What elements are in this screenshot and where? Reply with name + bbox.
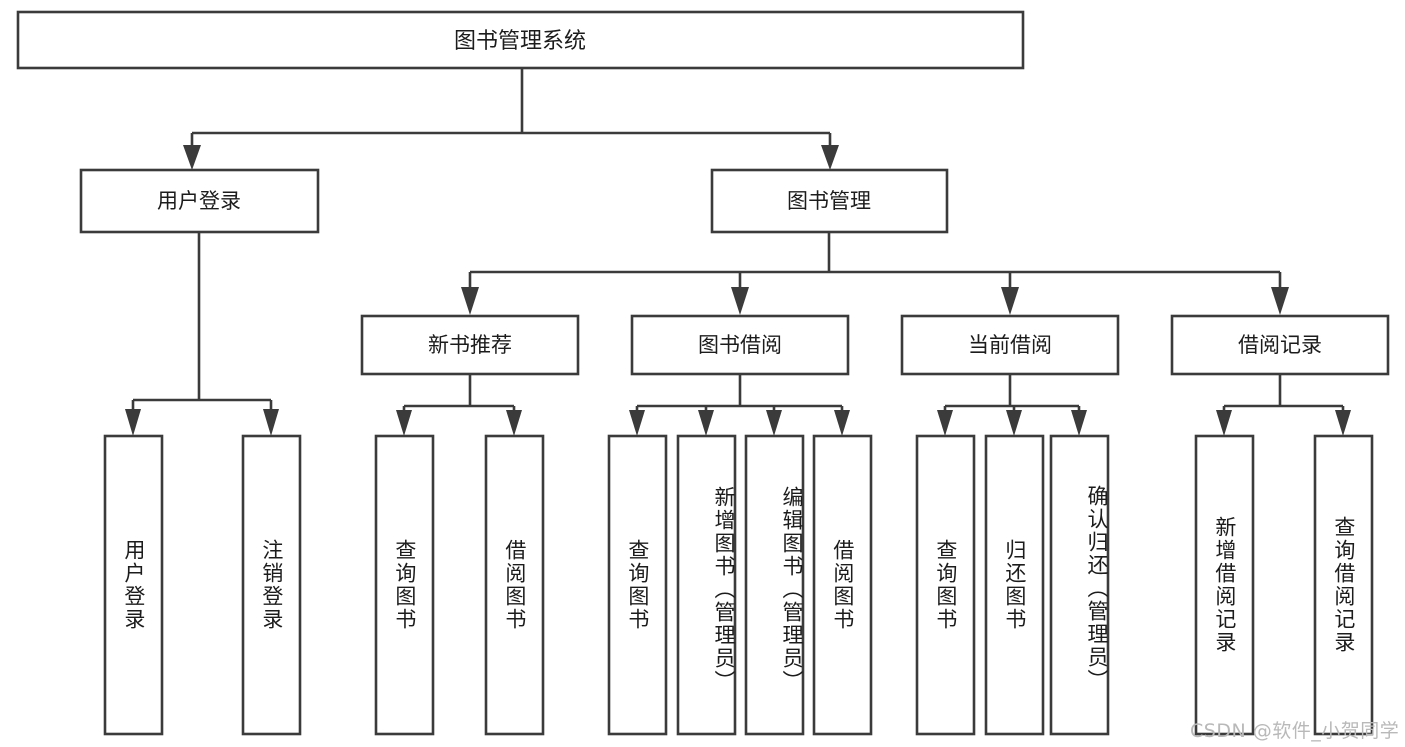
arrow-head-icon — [766, 410, 782, 436]
arrow-head-icon — [263, 409, 279, 436]
arrow-head-icon — [937, 410, 953, 436]
connector-root-to-level2 — [183, 68, 839, 170]
node-root-label: 图书管理系统 — [454, 29, 586, 54]
arrow-head-icon — [183, 145, 201, 170]
arrow-head-icon — [629, 410, 645, 436]
leaf-box-add-book-admin[interactable] — [676, 434, 737, 736]
connector-borrow-record-to-leaves — [1216, 374, 1351, 436]
arrow-head-icon — [1216, 410, 1232, 436]
arrow-head-icon — [461, 287, 479, 315]
node-current-borrow-box[interactable] — [900, 314, 1120, 376]
node-root-box[interactable] — [16, 10, 1025, 70]
arrow-head-icon — [834, 410, 850, 436]
node-book-management-label: 图书管理 — [787, 189, 871, 213]
arrow-head-icon — [698, 410, 714, 436]
node-new-book-recommend[interactable]: 新书推荐 — [360, 314, 580, 376]
node-borrow-record[interactable]: 借阅记录 — [1170, 314, 1390, 376]
connector-current-borrow-to-leaves — [937, 374, 1087, 436]
node-root[interactable]: 图书管理系统 — [16, 10, 1025, 70]
leaf-box-query-book-borrow[interactable] — [607, 434, 668, 736]
node-user-login[interactable]: 用户登录 — [79, 168, 320, 234]
node-book-borrow-label: 图书借阅 — [698, 333, 782, 357]
node-current-borrow-label: 当前借阅 — [968, 333, 1052, 357]
node-book-borrow[interactable]: 图书借阅 — [630, 314, 850, 376]
arrow-head-icon — [1335, 410, 1351, 436]
arrow-head-icon — [1006, 410, 1022, 436]
node-book-management[interactable]: 图书管理 — [710, 168, 949, 234]
arrow-head-icon — [731, 287, 749, 315]
arrow-head-icon — [125, 409, 141, 436]
node-new-book-recommend-label: 新书推荐 — [428, 333, 512, 357]
watermark: CSDN @软件_小贺同学 — [1190, 720, 1400, 742]
arrow-head-icon — [396, 410, 412, 436]
leaf-box-query-book-recommend[interactable] — [374, 434, 435, 736]
arrow-head-icon — [821, 145, 839, 170]
leaf-box-logout[interactable] — [241, 434, 302, 736]
leaf-box-borrow-book[interactable] — [812, 434, 873, 736]
leaf-box-confirm-return-admin[interactable] — [1049, 434, 1110, 736]
leaf-box-query-borrow-record[interactable] — [1313, 434, 1374, 736]
arrow-head-icon — [1001, 287, 1019, 315]
leaf-box-borrow-book-recommend[interactable] — [484, 434, 545, 736]
leaf-box-user-login[interactable] — [103, 434, 164, 736]
node-new-book-recommend-box[interactable] — [360, 314, 580, 376]
connector-user-login-to-leaves — [125, 232, 279, 436]
node-user-login-box[interactable] — [79, 168, 320, 234]
leaf-box-edit-book-admin[interactable] — [744, 434, 805, 736]
arrow-head-icon — [1271, 287, 1289, 315]
node-borrow-record-label: 借阅记录 — [1238, 333, 1322, 357]
leaf-box-return-book[interactable] — [984, 434, 1045, 736]
leaf-box-add-borrow-record[interactable] — [1194, 434, 1255, 736]
arrow-head-icon — [1071, 410, 1087, 436]
connector-book-management-to-level3 — [461, 232, 1289, 315]
arrow-head-icon — [506, 410, 522, 436]
node-user-login-label: 用户登录 — [157, 189, 241, 213]
connector-new-book-recommend-to-leaves — [396, 374, 522, 436]
connector-book-borrow-to-leaves — [629, 374, 850, 436]
leaf-box-query-book-current[interactable] — [915, 434, 976, 736]
node-current-borrow[interactable]: 当前借阅 — [900, 314, 1120, 376]
